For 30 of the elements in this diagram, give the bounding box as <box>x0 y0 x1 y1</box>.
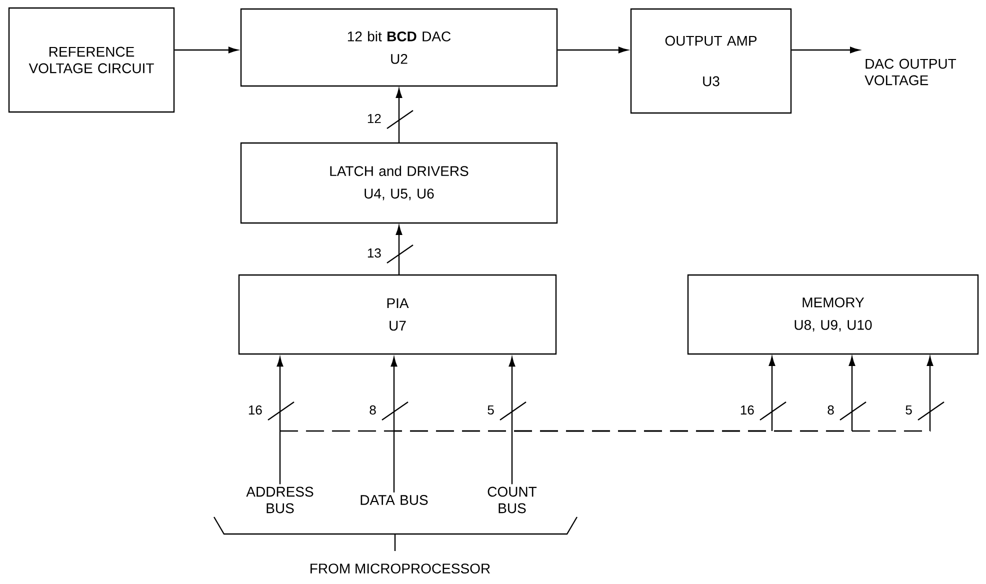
arrow <box>512 356 934 432</box>
arrow <box>394 356 856 432</box>
signal-label: DAC OUTPUT VOLTAGE <box>864 58 956 86</box>
arrow <box>174 46 238 54</box>
arrow <box>390 357 398 492</box>
edge-label: 5 <box>488 405 494 415</box>
edge-label: 8 <box>828 405 834 415</box>
arrow <box>396 226 402 275</box>
arrow <box>280 356 776 432</box>
arrow <box>508 357 516 484</box>
block-box: REFERENCE VOLTAGE CIRCUIT <box>8 7 175 113</box>
edge-label: 13 <box>368 248 381 258</box>
block-box: 12 bit BCD DAC U2 <box>240 8 558 87</box>
block-box: LATCH and DRIVERS U4, U5, U6 <box>240 142 558 224</box>
block-box: OUTPUT AMP U3 <box>630 8 792 114</box>
edge-label: 5 <box>906 405 912 415</box>
edge-label: 8 <box>370 405 376 415</box>
arrow <box>558 46 628 54</box>
arrow <box>396 88 402 143</box>
edge-label: 16 <box>740 405 754 415</box>
signal-label: DATA BUS <box>360 495 428 505</box>
arrow <box>792 46 860 54</box>
arrow <box>276 357 284 484</box>
source-label: FROM MICROPROCESSOR <box>310 564 490 574</box>
edge-label: 12 <box>368 114 381 124</box>
signal-label: COUNT BUS <box>488 486 537 514</box>
block-box: MEMORY U8, U9, U10 <box>687 274 979 355</box>
signal-label: ADDRESS BUS <box>246 486 314 514</box>
block-box: PIA U7 <box>238 274 557 355</box>
edge-label: 16 <box>248 405 262 415</box>
